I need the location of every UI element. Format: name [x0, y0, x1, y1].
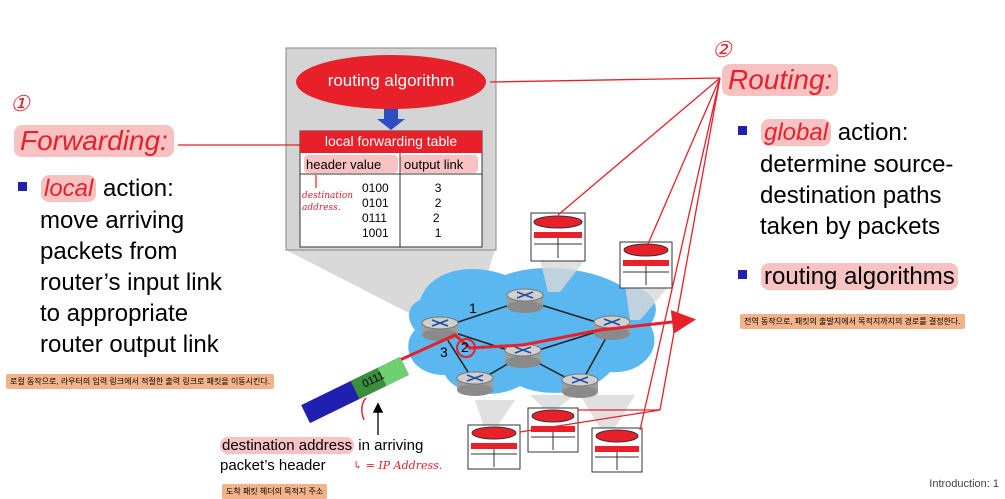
forwarding-line: move arriving — [40, 207, 185, 234]
packet-caption-line-2: packet’s header — [220, 457, 326, 474]
routing-line: determine source- — [760, 151, 954, 178]
routing-line: destination paths — [760, 182, 942, 209]
routing-algorithm-ellipse — [296, 55, 486, 109]
global-word: global — [761, 119, 832, 146]
router-icon — [506, 288, 544, 313]
forwarding-bullet: local action: — [18, 173, 174, 204]
forwarding-line: router’s input link — [40, 269, 222, 296]
routing-bullet-2: routing algorithms — [738, 261, 958, 292]
destination-address-highlight: destination address — [220, 437, 355, 454]
action-label: action: — [831, 119, 909, 146]
port-3-label: 3 — [440, 344, 448, 360]
destination-address-annotation: destination address. — [302, 191, 354, 213]
router-icon — [561, 373, 599, 398]
slide-footer: Introduction: 1 — [929, 478, 999, 490]
routing-bullet-1: global action: — [738, 117, 908, 148]
bullet-square-icon — [738, 126, 747, 136]
mini-router-box — [467, 424, 521, 470]
forwarding-title: Forwarding: — [14, 125, 174, 157]
routing-note: 전역 동작으로, 패킷의 출발지에서 목적지까지의 경로를 결정한다. — [740, 314, 965, 329]
col-output-link: output link — [404, 157, 464, 172]
mini-router-box — [591, 427, 643, 473]
mini-router-box — [527, 407, 579, 453]
port-1-label: 1 — [469, 300, 477, 316]
packet-caption: destination address in arriving packet’s… — [220, 436, 423, 476]
col-header-value: header value — [306, 157, 382, 172]
forwarding-table-title: local forwarding table — [324, 133, 458, 149]
router-icons — [421, 288, 631, 398]
packet-caption-line-1: destination address in arriving — [220, 437, 424, 454]
bullet-square-icon — [738, 270, 747, 280]
mini-router-boxes — [467, 212, 673, 473]
routing-connector-lines — [178, 77, 721, 433]
routing-line: taken by packets — [760, 213, 941, 240]
packet-caption-note: 도착 패킷 헤더의 목적지 주소 — [222, 484, 328, 499]
arriving-packet — [301, 356, 409, 424]
routing-lines: determine source- destination paths take… — [760, 149, 953, 242]
mini-router-box — [619, 241, 673, 289]
forwarding-lines: move arriving packets from router’s inpu… — [40, 205, 222, 360]
forwarding-line: router output link — [40, 331, 219, 358]
local-word: local — [41, 175, 97, 202]
forwarding-note: 로컬 동작으로, 라우터의 입력 링크에서 적절한 출력 링크로 패킷을 이동시… — [6, 374, 274, 389]
network-cloud — [408, 267, 656, 394]
action-label: action: — [96, 175, 174, 202]
forwarding-line: packets from — [40, 238, 178, 265]
bullet-square-icon — [18, 182, 27, 192]
ip-address-annotation: ↳ = IP Address. — [353, 459, 443, 472]
route-path — [399, 310, 696, 362]
router-icon — [456, 371, 494, 396]
forwarding-line: to appropriate — [40, 300, 189, 327]
routing-algorithms-label: routing algorithms — [761, 263, 958, 290]
mini-router-box — [530, 212, 586, 262]
router-icon — [504, 343, 542, 368]
algorithm-to-table-arrow — [384, 108, 398, 120]
routing-algorithm-label: routing algorithm — [327, 71, 455, 90]
port-2-circle — [456, 338, 476, 358]
routing-number-mark: ② — [712, 38, 732, 63]
routing-title: Routing: — [722, 64, 839, 96]
port-2-label: 2 — [461, 339, 469, 355]
forwarding-number-mark: ① — [10, 92, 30, 117]
